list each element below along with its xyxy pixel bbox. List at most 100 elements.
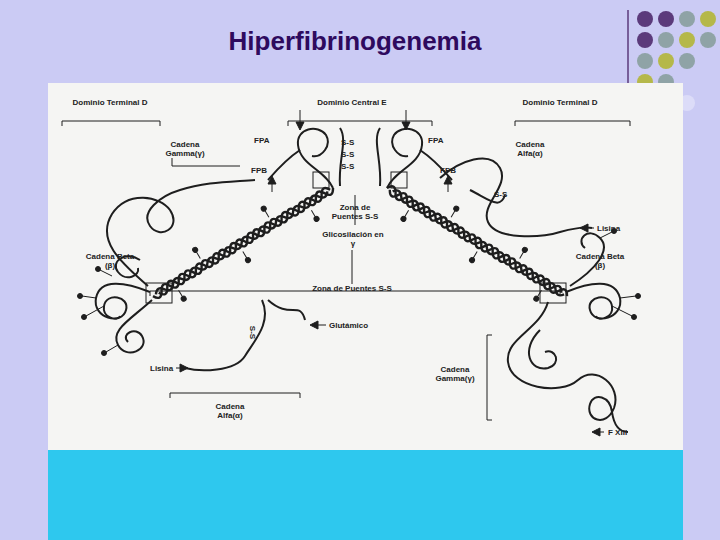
helix-right-part-part-part [400,215,407,222]
helix-right-part-part-part [520,252,524,259]
pointer-arrows-part [402,122,410,130]
diagram-label: Zona de Puentes S-S [325,203,385,221]
bracket-lines-part [172,158,240,166]
central-domain-part [391,172,407,188]
diagram-label: S-S [248,326,257,339]
helix-right-part-part [388,186,564,297]
pointer-arrows-part [352,250,353,284]
terminal-domain-left-part-part [96,267,101,272]
slide-decoration-part [627,10,629,92]
diagram-label: S-S [494,190,507,199]
pointer-arrows-part [580,224,588,232]
pointer-arrows-part [592,428,600,436]
helix-right-part [376,170,577,313]
helix-right-part-part-part [533,295,540,302]
terminal-domain-left-part [78,267,119,356]
pointer-arrows-part [268,176,276,184]
diagram-label: Lisina [150,364,173,373]
pointer-arrows [176,110,604,436]
central-domain [146,128,566,303]
terminal-domain-right-part-part [612,306,632,316]
terminal-domain-right-part [600,229,641,320]
diagram-label: FPB [251,166,267,175]
slide-decoration-part [679,11,695,27]
helix-left-part-part-part [192,246,199,253]
image-area [48,83,683,450]
diagram-label: Cadena Gamma(γ) [427,365,483,383]
helix-right-part-part-part [451,210,455,217]
terminal-domain-right-part [566,284,620,319]
pointer-arrows-part [310,321,318,329]
helix-left-part-part-part [260,205,267,212]
terminal-domain-left-part-part [106,345,118,352]
helix-right-part-part-part [404,210,408,217]
diagram-label: Zona de Puentes S-S [292,284,412,293]
alpha-chain-right [440,159,592,237]
terminal-domain-left-part-part [100,270,112,276]
slide-title: Hiperfibrinogenemia [150,26,560,57]
helix-right-part-part-part [469,257,476,264]
slide-decoration-part [700,11,716,27]
terminal-domain-left-part-part [82,315,87,320]
helix-left-part-part-part [180,295,187,302]
helix-right-part-part-part [537,290,541,297]
slide-decoration-part [679,32,695,48]
helix-left-part-part-part [196,252,200,259]
central-domain-part [313,172,329,188]
diagram-label: Cadena Gamma(γ) [157,140,213,158]
slide-decoration-part [637,32,653,48]
central-domain-part [298,129,333,188]
terminal-domain-left-part [107,180,255,286]
helix-right-part-part-part [521,246,528,253]
diagram-label: F XIII [608,428,627,437]
terminal-domain-left-part-part [78,294,83,299]
alpha-chain-left [185,300,305,370]
terminal-domain-right-part-part [636,294,641,299]
slide-decoration-part [658,53,674,69]
diagram-label: S-S [341,138,354,147]
alpha-chain-left-part [185,300,265,370]
helix-right-part-part [391,188,566,297]
helix-left-part-part-part [245,257,252,264]
terminal-domain-right-part-part [632,315,637,320]
central-domain-part [387,129,422,188]
helix-left-part-part-part [311,210,315,217]
diagram-label: Cadena Beta (β) [85,252,135,270]
slide-decoration-part [700,32,716,48]
slide-decoration-part [658,11,674,27]
pointer-arrows-part [296,122,304,130]
gamma-chain-right [508,302,628,432]
bracket-lines-part [62,121,160,126]
diagram-label: FPA [254,136,269,145]
central-domain-part [377,128,380,186]
diagram-label: Cadena Alfa(α) [505,140,555,158]
terminal-domain-left [78,180,256,356]
terminal-domain-left-part [96,284,150,319]
alpha-chain-left-part [268,300,305,320]
helix-right [376,170,577,313]
central-domain-part [268,150,300,180]
bracket-lines-part [170,393,300,398]
terminal-domain-left-part-part [102,351,107,356]
central-domain-part [146,283,172,303]
footer-band [48,450,683,540]
helix-right-part-part-part [473,252,477,259]
helix-left-part-part [151,184,336,300]
diagram-label: S-S [341,150,354,159]
diagram-label: FPB [440,166,456,175]
slide-decoration-part [637,53,653,69]
central-domain-part [540,283,566,303]
bracket-lines [62,121,630,420]
helix-right-part-part-part [453,205,460,212]
helix-left-part-part [162,185,320,303]
diagram-label: Glicosilación en γ [321,230,385,248]
bracket-lines-part [487,335,492,420]
diagram-label: Dominio Central E [312,98,392,107]
terminal-domain-left-part-part [82,296,96,298]
diagram-label: S-S [341,162,354,171]
pointer-arrows-part [180,364,188,372]
terminal-domain-right [566,229,641,320]
